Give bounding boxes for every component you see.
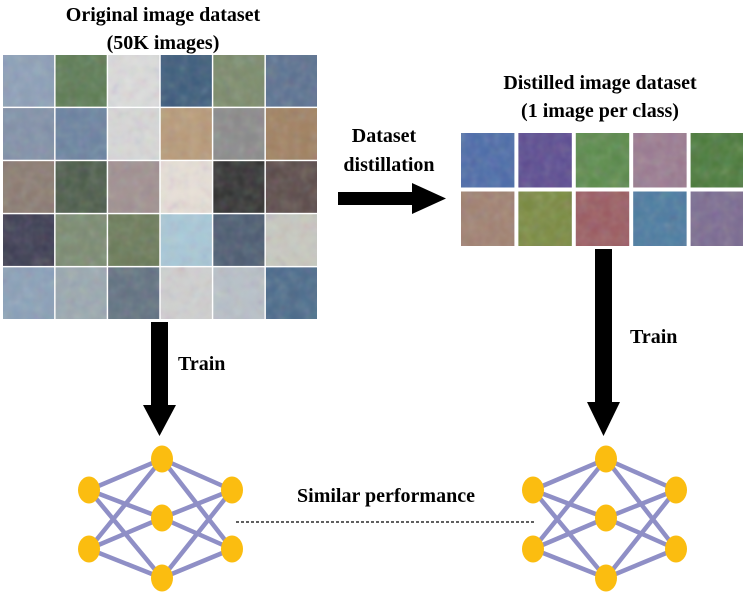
neural-network-original: [78, 445, 243, 592]
distilled-image-tile: [690, 133, 743, 188]
distilled-image-tile: [575, 133, 630, 188]
original-image-tile: [108, 161, 160, 213]
network-node: [522, 476, 544, 504]
network-node: [78, 476, 100, 504]
distilled-image-tile: [575, 191, 630, 246]
original-image-tile: [55, 108, 107, 160]
original-image-tile: [55, 161, 107, 213]
distilled-image-tile: [518, 133, 572, 188]
network-edge: [605, 487, 677, 521]
network-edge: [532, 456, 607, 493]
train-arrow-right: [587, 249, 620, 436]
network-edge: [605, 456, 677, 493]
original-image-tile: [213, 108, 265, 160]
network-edge: [88, 456, 163, 493]
network-node: [221, 476, 243, 504]
original-image-tile: [3, 108, 55, 160]
original-image-tile: [265, 108, 317, 160]
network-edge: [160, 488, 234, 580]
network-node: [522, 535, 544, 563]
neural-network-distilled: [522, 445, 687, 592]
network-edges: [87, 456, 234, 581]
network-edge: [532, 515, 607, 552]
original-image-tile: [265, 55, 317, 107]
network-edge: [88, 546, 163, 581]
original-dataset-title-line1: Original image dataset: [66, 4, 261, 26]
original-image-tile: [213, 214, 265, 266]
original-image-tile: [108, 55, 160, 107]
train-label-left: Train: [178, 353, 225, 375]
original-image-tile: [160, 55, 212, 107]
original-image-tile: [55, 214, 107, 266]
original-image-tile: [213, 55, 265, 107]
original-image-tile: [160, 161, 212, 213]
network-edge: [88, 515, 163, 552]
network-node: [595, 504, 617, 532]
original-image-tile: [213, 267, 265, 319]
network-node: [151, 564, 173, 592]
original-dataset-title-line2: (50K images): [107, 32, 220, 54]
network-node: [78, 535, 100, 563]
network-node: [595, 564, 617, 592]
distillation-arrow: [338, 183, 446, 214]
network-node: [151, 504, 173, 532]
network-edge: [161, 487, 233, 521]
network-edge: [605, 546, 677, 581]
original-image-tile: [160, 108, 212, 160]
network-edge: [161, 546, 233, 581]
distilled-dataset-title-line2: (1 image per class): [521, 100, 679, 122]
distilled-image-tile: [461, 191, 515, 246]
distilled-dataset-title-line1: Distilled image dataset: [503, 72, 697, 94]
original-image-tile: [3, 55, 55, 107]
distilled-image-tile: [633, 191, 687, 246]
original-image-grid: [3, 55, 317, 319]
original-image-tile: [108, 108, 160, 160]
original-image-tile: [160, 267, 212, 319]
network-node: [595, 445, 617, 473]
network-edge: [532, 546, 607, 581]
original-image-tile: [160, 214, 212, 266]
original-image-tile: [108, 214, 160, 266]
original-image-tile: [108, 267, 160, 319]
original-image-tile: [3, 214, 55, 266]
original-image-tile: [3, 161, 55, 213]
network-edge: [604, 488, 678, 580]
train-label-right: Train: [630, 326, 677, 348]
distillation-label-line2: distillation: [343, 154, 434, 176]
distilled-image-tile: [518, 191, 572, 246]
original-image-tile: [55, 55, 107, 107]
original-image-tile: [265, 214, 317, 266]
original-image-tile: [55, 267, 107, 319]
similar-performance-label: Similar performance: [297, 485, 475, 507]
distilled-image-tile: [633, 133, 687, 188]
distilled-image-tile: [690, 191, 743, 246]
network-edges: [531, 456, 678, 581]
distilled-image-tile: [461, 133, 515, 188]
distillation-label-line1: Dataset: [352, 125, 417, 147]
distilled-image-grid: [461, 133, 743, 246]
original-image-tile: [3, 267, 55, 319]
original-image-tile: [265, 161, 317, 213]
network-node: [221, 535, 243, 563]
network-edge: [87, 457, 164, 551]
network-node: [665, 535, 687, 563]
original-image-tile: [213, 161, 265, 213]
original-image-tile: [265, 267, 317, 319]
network-edge: [531, 457, 608, 551]
network-edge: [161, 456, 233, 493]
network-node: [151, 445, 173, 473]
train-arrow-left: [143, 322, 176, 436]
network-node: [665, 476, 687, 504]
